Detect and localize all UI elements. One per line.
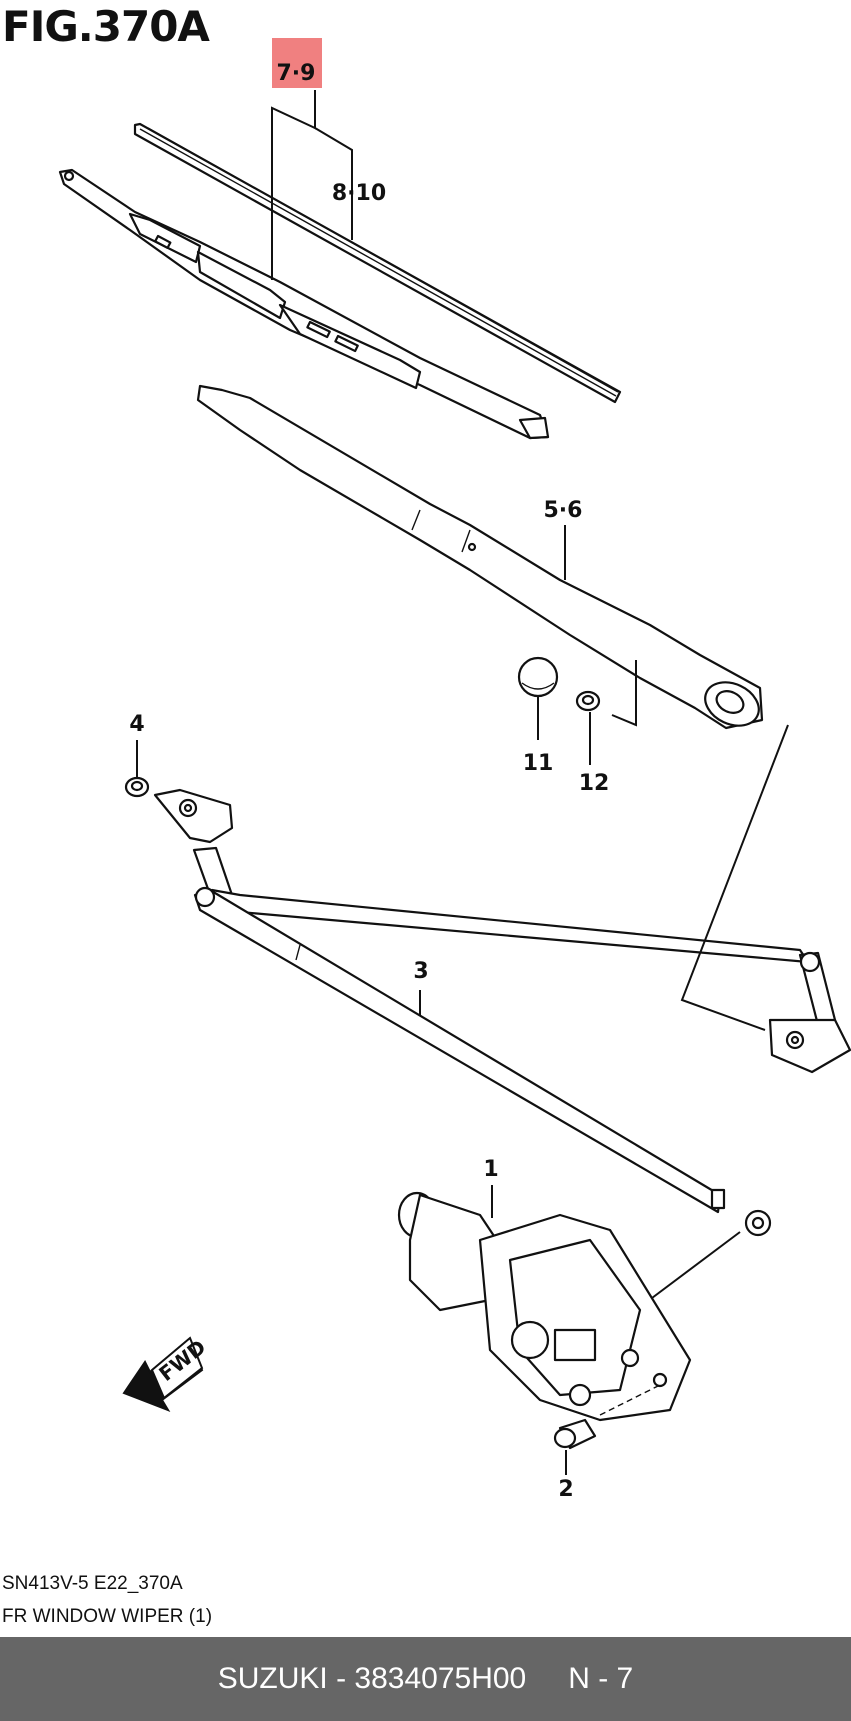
- arm-nut: [575, 690, 601, 712]
- fwd-arrow: FWD: [122, 1335, 210, 1412]
- leader-lines: [136, 90, 789, 1475]
- wiper-linkage: [153, 788, 851, 1237]
- footer-bar: SUZUKI - 3834075H00 N - 7: [0, 1637, 851, 1721]
- callout-12: 12: [579, 771, 610, 796]
- callout-8-10: 8·10: [332, 181, 386, 206]
- callout-4: 4: [129, 712, 144, 737]
- wiper-blade-refill: [133, 122, 622, 404]
- wiper-blade-assembly: [58, 168, 550, 440]
- footer-page: N - 7: [568, 1662, 634, 1695]
- mounting-bolt: [553, 1418, 597, 1450]
- callout-3: 3: [413, 959, 428, 984]
- figure-title: FIG.370A: [2, 2, 210, 51]
- footer-brand-part: SUZUKI - 3834075H00: [217, 1662, 527, 1695]
- wiper-motor: [397, 1191, 692, 1422]
- callout-2: 2: [558, 1477, 573, 1502]
- callout-11: 11: [523, 751, 554, 776]
- caption-code: SN413V-5 E22_370A: [2, 1573, 183, 1594]
- pivot-nut: [124, 776, 150, 798]
- callout-7-9: 7·9: [277, 61, 316, 86]
- arm-cap: [517, 656, 559, 698]
- caption-title: FR WINDOW WIPER (1): [2, 1606, 213, 1627]
- wiper-arm: [196, 384, 764, 730]
- callout-highlight: [272, 38, 322, 88]
- callout-5-6: 5·6: [544, 498, 583, 523]
- callout-1: 1: [483, 1157, 498, 1182]
